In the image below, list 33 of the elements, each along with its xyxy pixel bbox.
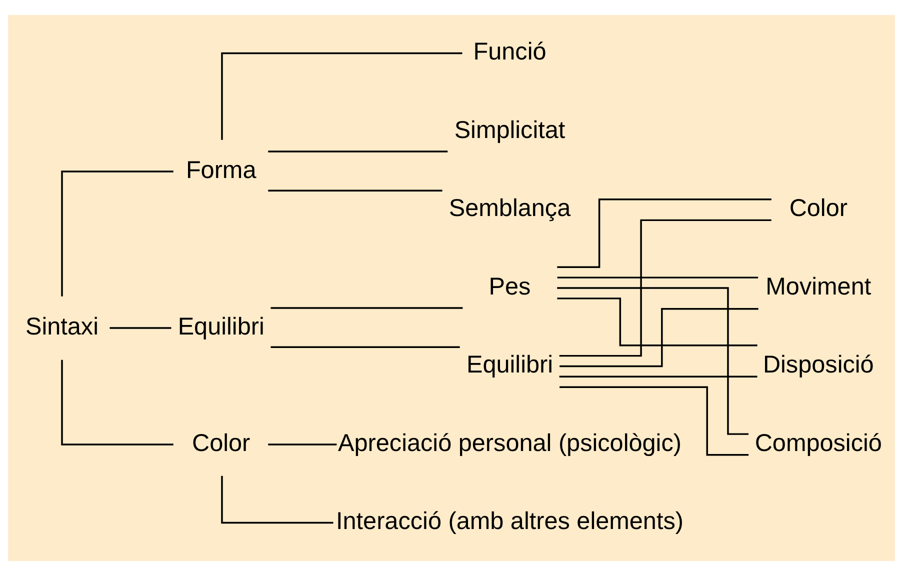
- connector: [61, 170, 174, 296]
- node-text: Moviment: [766, 273, 872, 300]
- node-text: Color: [789, 195, 848, 222]
- connector: [560, 308, 758, 368]
- connector: [270, 307, 463, 309]
- node-text: Composició: [754, 430, 882, 457]
- node-text: Equilibri: [466, 352, 554, 379]
- node-text: Forma: [186, 156, 256, 184]
- node-text: Funció: [473, 38, 546, 66]
- connector: [268, 150, 448, 152]
- connector: [268, 444, 337, 446]
- node-text: Interacció (amb altres elements): [336, 508, 684, 536]
- node-text: Semblança: [448, 195, 571, 222]
- connector: [270, 346, 460, 348]
- connector: [557, 276, 758, 278]
- connector: [557, 198, 772, 268]
- node-text: Apreciació personal (psicològic): [338, 430, 682, 457]
- node-text: Disposició: [762, 352, 874, 379]
- node-text: Sintaxi: [25, 313, 99, 340]
- connector: [559, 376, 758, 378]
- node-text: Equilibri: [178, 313, 264, 340]
- connector: [110, 327, 172, 329]
- node-text: Color: [192, 430, 250, 457]
- connector: [559, 219, 772, 357]
- connector: [557, 298, 758, 346]
- connector: [221, 476, 334, 524]
- connector: [560, 386, 749, 456]
- node-text: Simplicitat: [454, 116, 566, 144]
- connector: [557, 287, 748, 435]
- connector: [61, 360, 174, 446]
- node-text: Pes: [488, 273, 531, 300]
- connector: [268, 190, 442, 192]
- connector: [221, 52, 462, 140]
